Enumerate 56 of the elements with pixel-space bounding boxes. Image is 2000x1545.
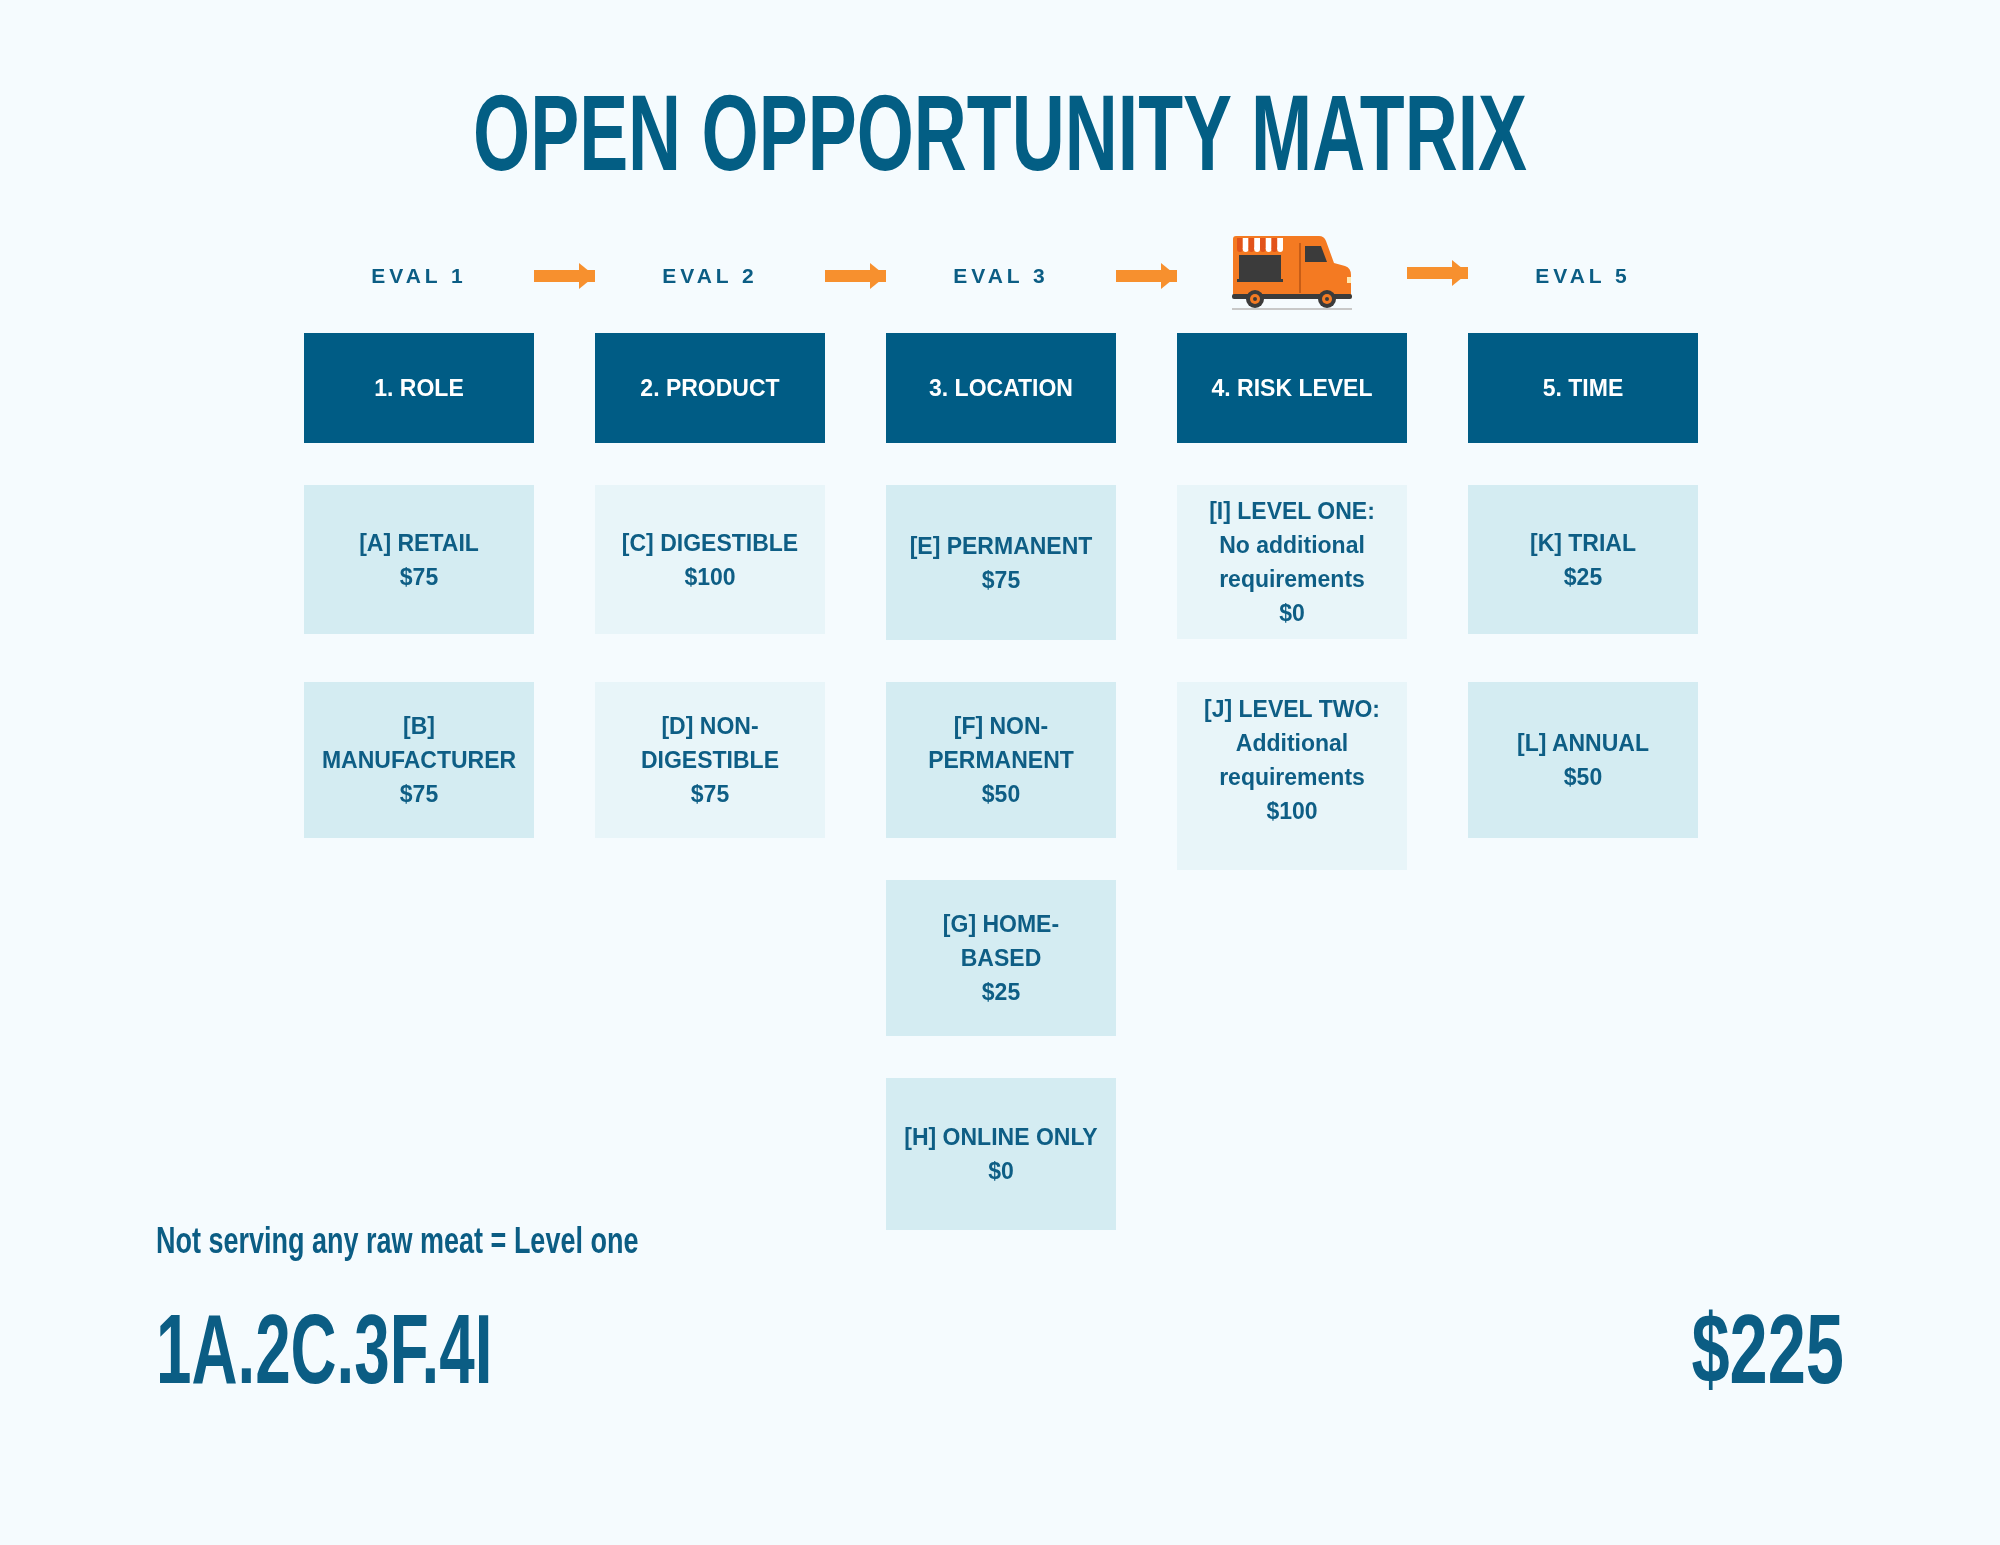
- column-title: 5. TIME: [1542, 374, 1624, 402]
- option-card: [886, 682, 1116, 838]
- step-label: EVAL 1: [371, 263, 467, 289]
- option-card: [304, 682, 534, 838]
- arrow: [825, 263, 886, 289]
- option-title: [B] MANUFACTURER: [320, 712, 518, 775]
- arrow: [534, 263, 595, 289]
- option-title: [J] LEVEL TWO:: [1204, 695, 1380, 724]
- header-bar: [1468, 333, 1698, 443]
- option-price: $25: [981, 978, 1021, 1007]
- option-price: $0: [1279, 599, 1305, 628]
- option-price: $0: [988, 1157, 1014, 1186]
- header-bar: [1177, 333, 1407, 443]
- option-title: [A] RETAIL: [359, 528, 479, 558]
- option-price: $50: [981, 780, 1021, 809]
- arrow: [1116, 263, 1177, 289]
- option-description: No additional requirements: [1218, 531, 1366, 594]
- option-title: [C] DIGESTIBLE: [621, 528, 799, 558]
- column-title: 2. PRODUCT: [640, 374, 780, 402]
- title: OPEN OPPORTUNITY MATRIX: [472, 79, 1528, 187]
- option-price: $100: [1266, 797, 1318, 826]
- option-price: $75: [981, 565, 1021, 595]
- option-price: $75: [399, 562, 439, 592]
- arrow: [1407, 260, 1468, 286]
- selection-code: 1A.2C.3F.4I: [156, 1300, 493, 1398]
- option-card: [886, 485, 1116, 640]
- option-title: [L] ANNUAL: [1517, 729, 1649, 758]
- header-bar: [304, 333, 534, 443]
- option-card: [304, 485, 534, 634]
- total-price: $225: [1691, 1300, 1844, 1398]
- option-title: [D] NON-DIGESTIBLE: [640, 712, 780, 775]
- header-bar: [595, 333, 825, 443]
- option-card: [886, 880, 1116, 1036]
- note-text: Not serving any raw meat = Level one: [156, 1223, 639, 1259]
- column-title: 1. ROLE: [374, 374, 464, 402]
- option-title: [I] LEVEL ONE:: [1209, 497, 1375, 526]
- step-label: EVAL 3: [953, 263, 1049, 289]
- option-card: [1468, 682, 1698, 838]
- column-title: 4. RISK LEVEL: [1211, 374, 1373, 402]
- option-price: $75: [690, 780, 730, 809]
- column-title: 3. LOCATION: [929, 374, 1073, 402]
- option-price: $100: [684, 562, 736, 592]
- option-title: [G] HOME-BASED: [941, 910, 1061, 973]
- step-label: EVAL 2: [662, 263, 758, 289]
- step-label: EVAL 5: [1535, 263, 1631, 289]
- option-price: $50: [1563, 763, 1603, 792]
- option-card: [886, 1078, 1116, 1230]
- option-price: $75: [399, 780, 439, 809]
- header-bar: [886, 333, 1116, 443]
- option-title: [F] NON-PERMANENT: [927, 712, 1075, 775]
- option-title: [E] PERMANENT: [909, 531, 1093, 561]
- option-title: [K] TRIAL: [1530, 528, 1636, 558]
- option-price: $25: [1563, 562, 1603, 592]
- option-card: [1468, 485, 1698, 634]
- option-description: Additional requirements: [1218, 729, 1366, 792]
- option-title: [H] ONLINE ONLY: [904, 1123, 1098, 1152]
